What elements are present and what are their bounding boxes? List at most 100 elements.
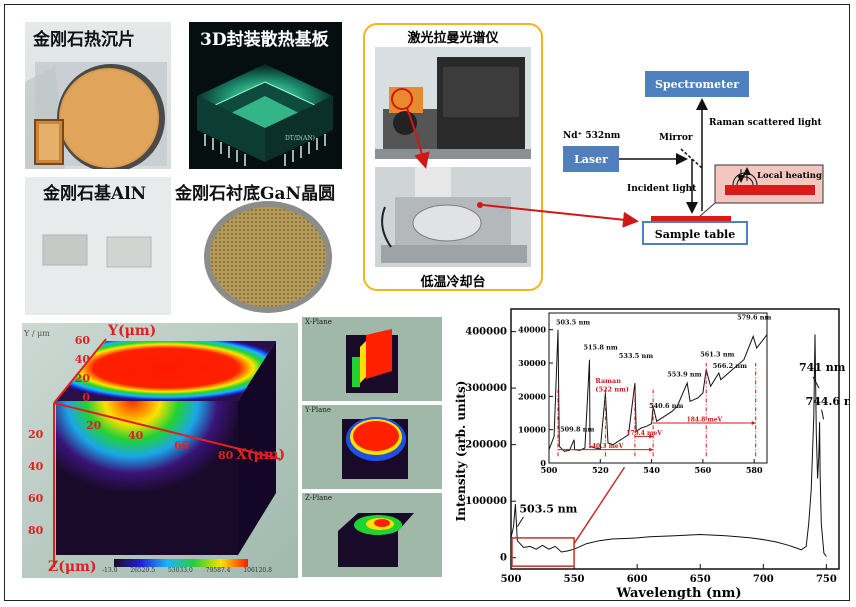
inset-peak-label: 540.6 nm [649,402,683,410]
y-ticks: 60 40 20 0 [74,334,90,404]
inset-peak-label: 579.6 nm [737,314,771,322]
inset-peak-label: 566.2 nm [713,362,747,370]
inset-x-tick-label: 560 [695,465,712,475]
main-plot-frame [510,308,840,570]
x-tick-1: 20 [86,419,102,432]
package-3d-photo: DT/D(AN) [189,22,342,169]
x-plane-panel: X-Plane [302,317,442,401]
inset-x-tick-label: 580 [746,465,763,475]
y-plane-panel: Y-Plane [302,405,442,489]
main-spectrum-line [510,334,827,557]
x-tick-label: 550 [564,574,585,585]
sample-table-box [642,221,748,245]
y-tick-label: 0 [500,553,507,564]
y-tick-label: 300000 [465,383,507,394]
gan-wafer-photo [191,197,345,315]
x-axis-label: X(μm) [236,447,286,463]
raman-spectrum-chart: Intensity (arb. units) Wavelength (nm) 5… [454,308,849,601]
zoom-arrow [573,466,626,544]
inset-peak-label: 553.9 nm [667,370,701,378]
gan-wafer-caption: 金刚石衬底GaN晶圆 [175,184,336,204]
inset-x-tick-label: 540 [643,465,660,475]
energy-span-arrow [649,434,654,439]
inset-y-tick-label: 20000 [518,391,546,401]
colorbar-ticks: -13.0 26520.5 53033.0 79587.4 106120.8 [102,567,272,574]
inset-peak-label: (522 nm) [595,385,629,393]
x-tick-label: 500 [501,574,522,585]
inset-y-tick-label: 40000 [518,325,546,335]
energy-span-label: 140.3 meV [588,443,624,450]
energy-span-arrow [751,421,756,425]
inset-peak-label: 503.5 nm [556,319,590,327]
z-ticks: 20 40 60 80 [28,428,44,537]
main-axis-ticks: 500 550 600 650 700 750 0 100000 200000 300000 400… [465,327,837,585]
laser-box [563,146,619,172]
side-axis-label: Y / μm [24,329,50,338]
peak-pointer [516,516,524,527]
x-tick-label: 750 [816,574,837,585]
peak-pointer [812,376,820,389]
x-tick-2: 40 [128,429,144,442]
diamond-aln-caption: 金刚石基AlN [43,184,147,204]
inset-x-tick-label: 500 [541,465,558,475]
peak-pointer [821,409,825,420]
energy-span-label: 179.4 meV [626,430,662,437]
diamond-heatsink-photo [25,22,171,169]
plane-slices: X-Plane Y-Plane Z-Plane [302,317,442,577]
energy-span-label: 184.8 meV [687,417,723,424]
inset-peak-label: 533.5 nm [619,352,653,360]
y-axis-title: Intensity (arb. units) [454,381,468,522]
package-3d-caption: 3D封装散热基板 [200,30,329,50]
thermal-3d-map: Y(μm) X(μm) Z(μm) Y / μm 60 40 20 0 20 4… [22,323,298,578]
inset-y-tick-label: 30000 [518,358,546,368]
mirror-label: Mirror [659,133,693,143]
y-axis-label: Y(μm) [108,323,157,339]
spectrometer-box [645,71,749,97]
x-axis-title: Wavelength (nm) [616,586,742,601]
z-plane-label: Z-Plane [305,494,333,502]
raman-schematic: Spectrometer Laser Nd⁺ 532nm Mirror Inci… [563,71,824,245]
inset-peak-label: 509.8 nm [560,425,594,433]
y-tick-label: 100000 [465,496,507,507]
raman-spectrometer-label: 激光拉曼光谱仪 [407,31,499,46]
sample-table-label: Sample table [655,228,736,241]
inset-peak-labels: 503.5 nm 509.8 nm 515.8 nm Raman(522 nm) 533… [556,314,772,434]
cooling-stage-label: 低温冷却台 [420,275,486,290]
x-tick-3: 60 [174,439,190,452]
inset-plot-frame [548,312,768,464]
diamond-heatsink-caption: 金刚石热沉片 [33,30,135,50]
inset-peak-label: 561.3 nm [700,350,734,358]
y-tick-label: 200000 [465,440,507,451]
peak-label: 741 nm [799,361,846,374]
z-plane-panel: Z-Plane [302,493,442,577]
energy-span-arrow [649,447,654,452]
y-tick-label: 400000 [465,327,507,338]
laser-label: Laser [574,153,608,166]
x-plane-label: X-Plane [305,318,332,326]
local-heating-label: Local heating [757,171,822,181]
scattered-light-label: Raman scattered light [709,118,823,128]
x-tick-label: 600 [627,574,648,585]
raman-spectrometer-photo [375,47,531,159]
zoom-region-box [511,537,575,567]
spectrometer-label: Spectrometer [655,78,739,91]
diamond-aln-photo [25,177,171,315]
raman-instrument-box: 激光拉曼光谱仪 低温冷却台 [363,23,543,291]
inset-peak-label: Raman [595,377,621,385]
cooling-stage-photo [375,167,531,267]
x-tick-label: 700 [753,574,774,585]
y-plane-label: Y-Plane [305,406,331,414]
incident-light-label: Incident light [627,184,697,194]
inset-peak-label: 515.8 nm [584,344,618,352]
package-logo: DT/D(AN) [285,135,315,142]
inset-y-tick-label: 10000 [518,425,546,435]
z-axis-label: Z(μm) [48,559,97,575]
connector-arrows [391,88,639,228]
figure-frame: 金刚石热沉片 DT/D(AN) 3D封装散热 [4,4,850,601]
x-tick-label: 650 [690,574,711,585]
peak-label: 744.6 nm [806,395,849,408]
